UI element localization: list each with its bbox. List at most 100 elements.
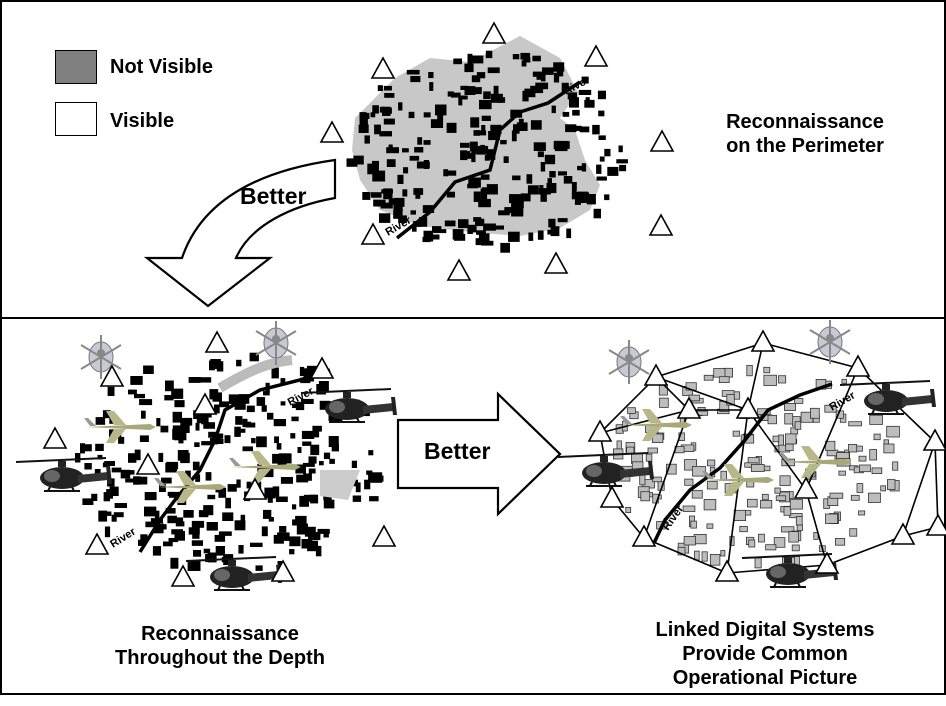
building-block-icon bbox=[778, 434, 784, 446]
building-block-icon bbox=[856, 483, 864, 493]
building-block-icon bbox=[370, 472, 383, 483]
building-block-icon bbox=[473, 130, 480, 136]
building-block-icon bbox=[460, 85, 468, 90]
building-block-icon bbox=[175, 521, 185, 527]
sensor-triangle-icon bbox=[482, 22, 506, 44]
building-block-icon bbox=[666, 463, 677, 475]
building-block-icon bbox=[691, 490, 703, 499]
building-block-icon bbox=[113, 512, 124, 518]
building-block-icon bbox=[167, 491, 173, 496]
building-block-icon bbox=[323, 499, 335, 509]
building-block-icon bbox=[80, 443, 85, 454]
building-block-icon bbox=[858, 455, 867, 462]
building-block-icon bbox=[444, 220, 456, 227]
building-block-icon bbox=[397, 174, 404, 184]
building-block-icon bbox=[549, 171, 556, 178]
building-block-icon bbox=[458, 219, 469, 229]
building-block-icon bbox=[111, 467, 122, 473]
building-block-icon bbox=[478, 130, 487, 136]
building-block-icon bbox=[596, 164, 602, 174]
building-block-icon bbox=[471, 75, 481, 83]
building-block-icon bbox=[491, 93, 503, 103]
building-block-icon bbox=[639, 474, 646, 486]
building-block-icon bbox=[778, 375, 787, 384]
building-block-icon bbox=[754, 557, 762, 569]
caption-linked-line2: Provide Common bbox=[682, 643, 848, 665]
building-block-icon bbox=[530, 120, 542, 130]
building-block-icon bbox=[829, 492, 844, 499]
building-block-icon bbox=[153, 523, 164, 534]
building-block-icon bbox=[652, 476, 662, 483]
building-block-icon bbox=[323, 452, 331, 460]
building-block-icon bbox=[295, 515, 307, 525]
building-block-icon bbox=[616, 159, 628, 164]
building-block-icon bbox=[460, 150, 468, 161]
building-block-icon bbox=[498, 210, 510, 216]
building-block-icon bbox=[225, 497, 231, 509]
building-block-icon bbox=[761, 493, 769, 501]
building-block-icon bbox=[418, 217, 428, 227]
building-block-icon bbox=[533, 142, 546, 151]
building-block-icon bbox=[267, 412, 274, 420]
building-block-icon bbox=[470, 55, 484, 64]
building-block-icon bbox=[791, 544, 800, 552]
building-block-icon bbox=[604, 194, 610, 201]
arrow-label-better-top: Better bbox=[240, 183, 307, 209]
building-block-icon bbox=[467, 228, 473, 234]
building-block-icon bbox=[423, 112, 431, 118]
building-block-icon bbox=[581, 76, 589, 84]
river-line-icon bbox=[138, 368, 331, 553]
building-block-icon bbox=[437, 113, 444, 121]
building-block-icon bbox=[172, 411, 182, 423]
building-block-icon bbox=[352, 495, 362, 502]
data-link-arrow bbox=[599, 409, 690, 434]
building-block-icon bbox=[98, 510, 108, 522]
building-block-icon bbox=[618, 145, 623, 153]
building-block-icon bbox=[592, 124, 600, 135]
building-block-icon bbox=[575, 191, 588, 203]
building-block-icon bbox=[785, 433, 797, 445]
building-block-icon bbox=[308, 468, 316, 474]
building-block-icon bbox=[767, 414, 778, 425]
straight-arrow-better bbox=[396, 391, 562, 517]
sensor-triangle-icon bbox=[447, 259, 471, 281]
building-block-icon bbox=[181, 417, 193, 426]
building-block-icon bbox=[82, 498, 94, 505]
building-block-icon bbox=[447, 91, 454, 97]
building-block-icon bbox=[128, 453, 137, 463]
building-block-icon bbox=[315, 545, 322, 557]
building-block-icon bbox=[409, 155, 420, 161]
building-block-icon bbox=[158, 452, 164, 462]
building-block-icon bbox=[825, 513, 838, 524]
building-block-icon bbox=[553, 72, 560, 83]
building-block-icon bbox=[369, 496, 379, 502]
building-block-icon bbox=[398, 102, 403, 111]
building-block-icon bbox=[784, 413, 794, 425]
building-block-icon bbox=[143, 365, 154, 374]
building-block-icon bbox=[810, 407, 820, 419]
building-block-icon bbox=[359, 112, 367, 123]
building-block-icon bbox=[317, 528, 330, 534]
building-block-icon bbox=[849, 528, 858, 537]
building-block-icon bbox=[328, 436, 339, 447]
building-block-icon bbox=[406, 69, 420, 75]
building-block-icon bbox=[838, 470, 846, 476]
building-block-icon bbox=[374, 124, 381, 135]
building-block-icon bbox=[520, 52, 531, 60]
building-block-icon bbox=[458, 95, 468, 100]
building-block-icon bbox=[481, 125, 486, 135]
building-block-icon bbox=[199, 377, 212, 383]
building-block-icon bbox=[547, 178, 552, 189]
building-block-icon bbox=[414, 147, 424, 153]
building-block-icon bbox=[542, 67, 554, 75]
building-block-icon bbox=[774, 487, 781, 494]
building-block-icon bbox=[423, 230, 434, 242]
building-block-icon bbox=[250, 542, 263, 547]
building-block-icon bbox=[331, 443, 339, 452]
building-block-icon bbox=[255, 565, 263, 571]
building-block-icon bbox=[709, 554, 721, 566]
building-block-icon bbox=[565, 124, 577, 133]
building-block-icon bbox=[303, 473, 312, 481]
building-block-icon bbox=[94, 469, 101, 475]
building-block-icon bbox=[566, 228, 572, 239]
